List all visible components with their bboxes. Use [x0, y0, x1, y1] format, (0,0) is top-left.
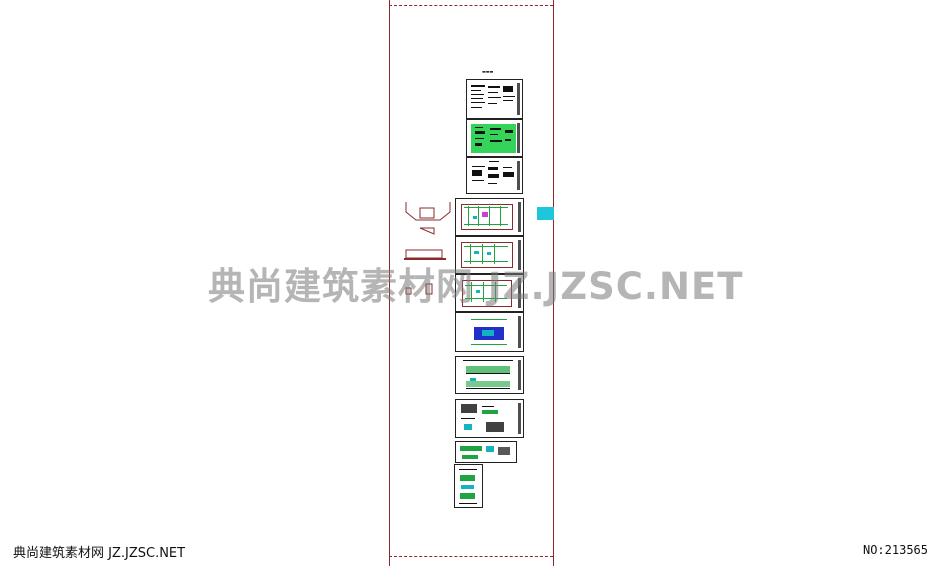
sheet-details-1[interactable]	[455, 441, 517, 463]
sheet-floor-plan-2[interactable]	[455, 236, 524, 274]
red-detail-sketches	[404, 202, 451, 295]
selection-marker[interactable]	[537, 207, 554, 220]
sheet-floor-plan-1[interactable]	[455, 198, 524, 236]
sheet-sections[interactable]	[455, 399, 524, 438]
sheet-design-notes-2[interactable]	[466, 157, 523, 194]
sheet-details-2[interactable]	[454, 464, 483, 508]
sheet-elevations-1[interactable]	[455, 356, 524, 394]
layout-boundary-left	[389, 0, 390, 566]
footer-site-label: 典尚建筑素材网 JZ.JZSC.NET	[13, 546, 186, 561]
layout-boundary-bottom-dashed	[389, 556, 553, 557]
layout-boundary-top-dashed	[389, 5, 553, 6]
sheet-design-notes-1[interactable]	[466, 79, 523, 119]
watermark-text: 典尚建筑素材网 JZ.JZSC.NET	[208, 265, 744, 308]
sheet-floor-plan-3[interactable]	[455, 274, 524, 312]
sheet-roof-plan[interactable]	[455, 312, 524, 352]
sheet-set-title-mark: ▬▬▬	[482, 69, 494, 74]
layout-boundary-right	[553, 0, 554, 566]
footer-serial-number: NO:213565	[862, 543, 928, 557]
sheet-schedule-green[interactable]	[466, 119, 523, 157]
